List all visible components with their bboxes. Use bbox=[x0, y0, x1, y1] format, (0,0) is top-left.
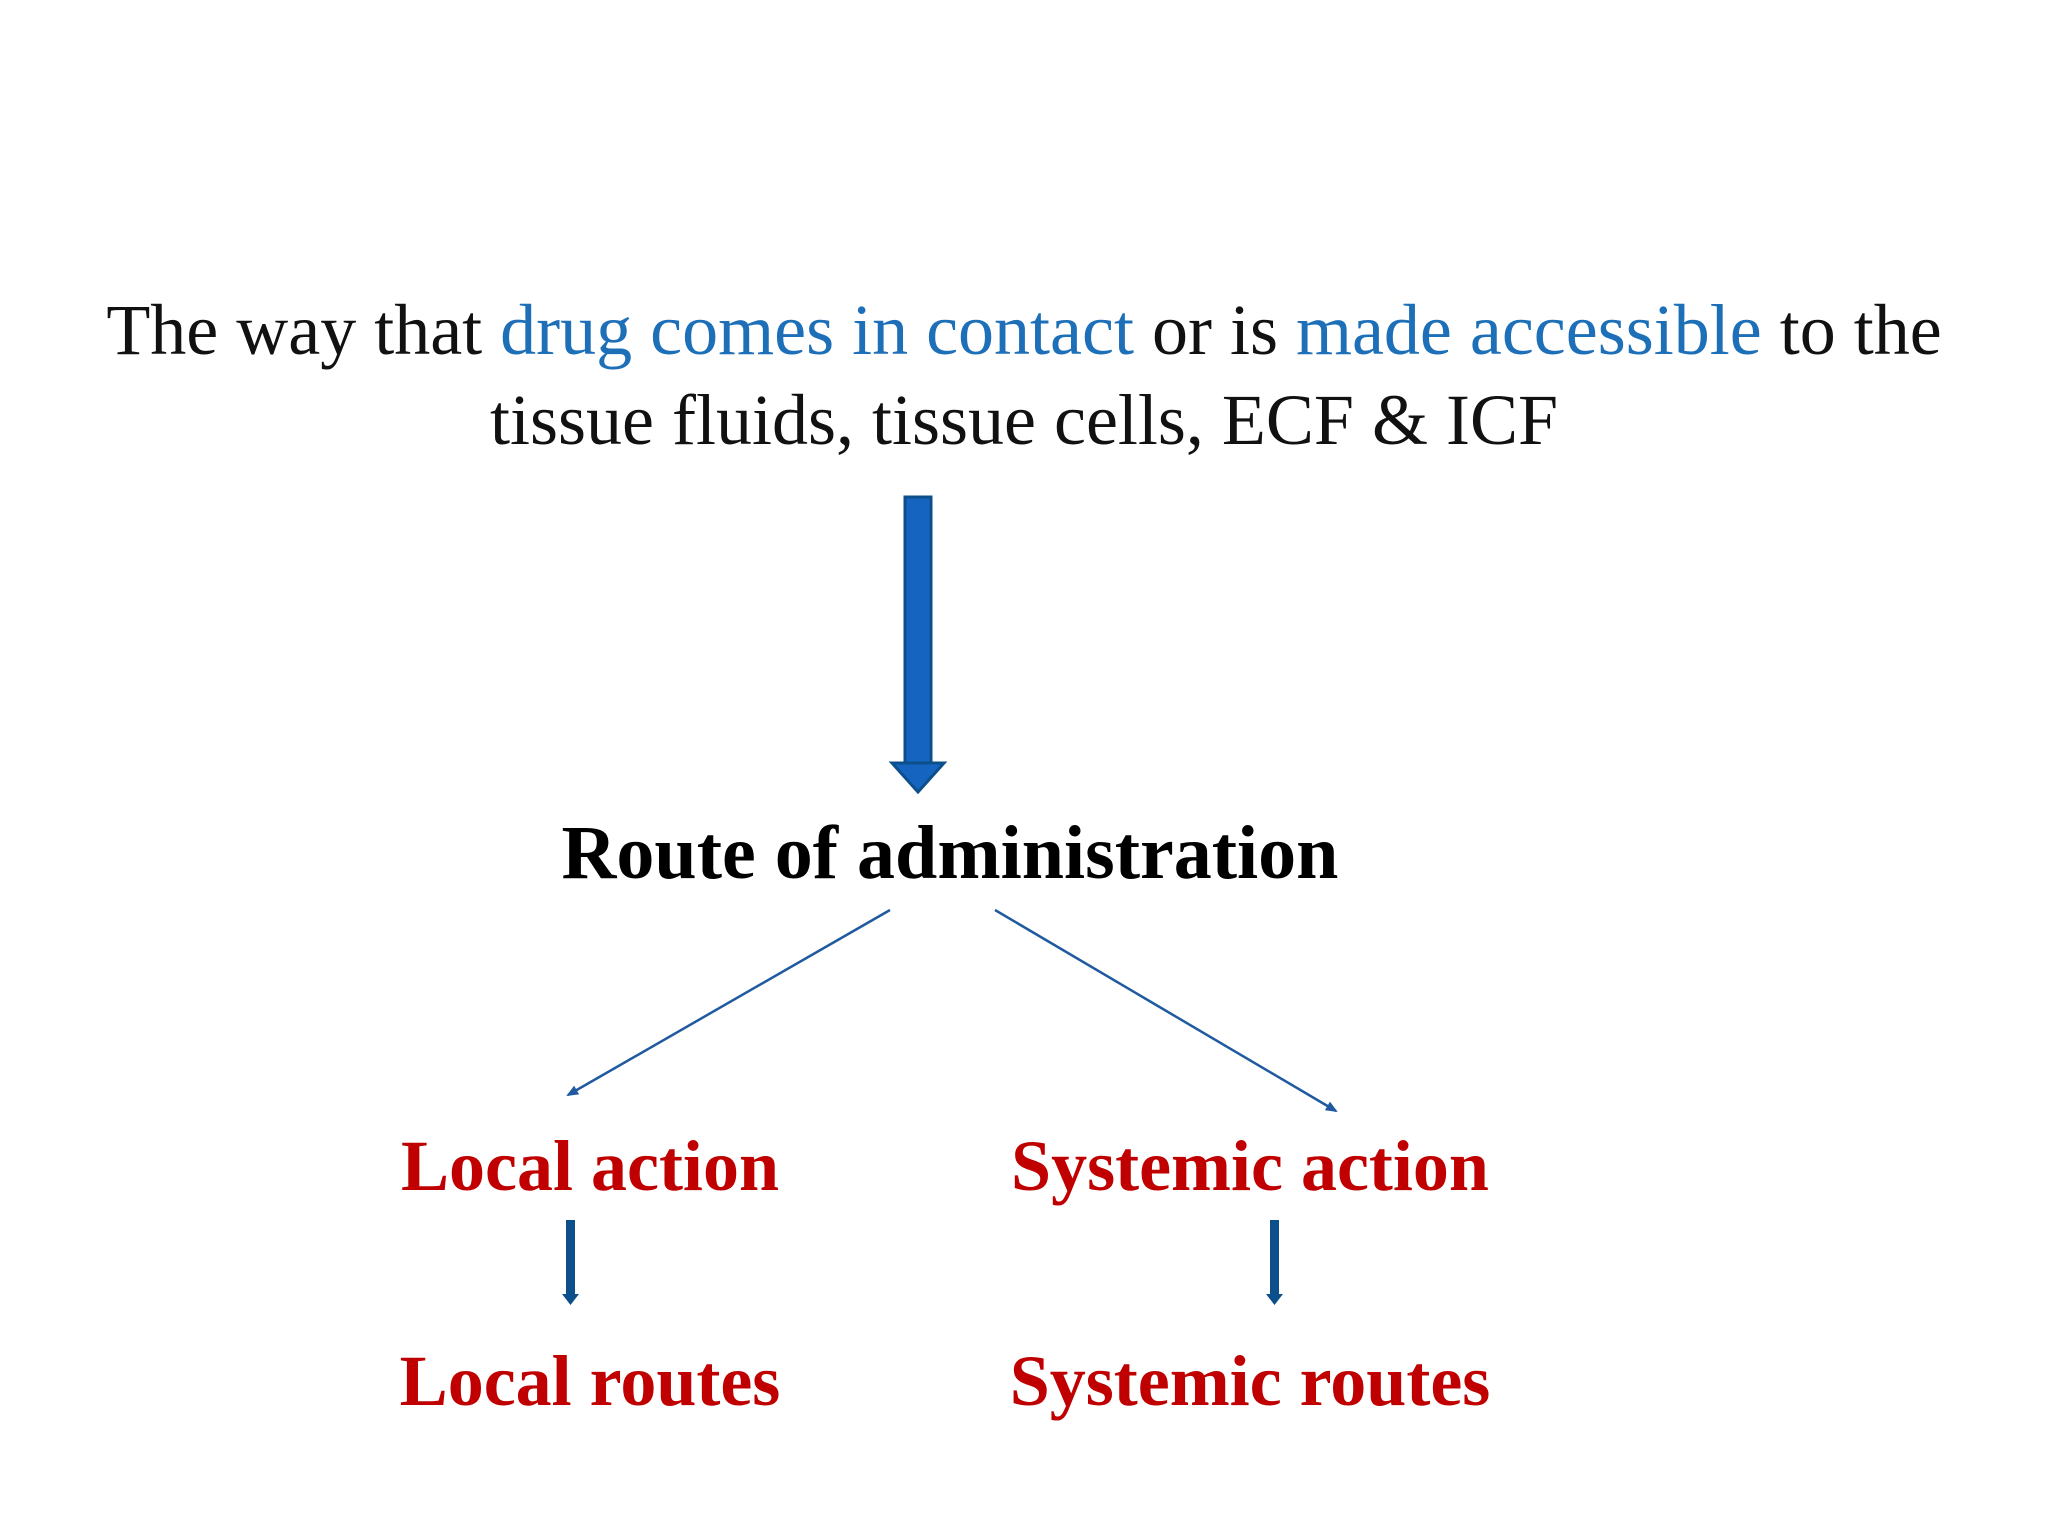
arrow-systemic-down bbox=[1266, 1220, 1283, 1305]
intro-part-2: or is bbox=[1133, 290, 1296, 370]
local-routes-label: Local routes bbox=[399, 1341, 781, 1421]
intro-line-2: tissue fluids, tissue cells, ECF & ICF bbox=[489, 380, 1559, 460]
local-action-label: Local action bbox=[401, 1126, 779, 1206]
intro-part-1: The way that bbox=[106, 290, 501, 370]
intro-highlight-drug-contact: drug comes in contact bbox=[500, 290, 1134, 370]
intro-part-3: to the bbox=[1761, 290, 1942, 370]
route-of-administration-title: Route of administration bbox=[561, 811, 1339, 895]
systemic-action-label: Systemic action bbox=[1011, 1126, 1489, 1206]
arrow-to-systemic-action bbox=[994, 908, 1338, 1113]
systemic-routes-label: Systemic routes bbox=[1009, 1341, 1491, 1421]
intro-text: The way that drug comes in contact or is… bbox=[0, 285, 2048, 465]
intro-highlight-made-accessible: made accessible bbox=[1295, 290, 1762, 370]
main-down-arrow bbox=[888, 495, 948, 795]
arrow-local-down bbox=[562, 1220, 579, 1305]
arrow-to-local-action bbox=[566, 908, 891, 1097]
intro-line-1: The way that drug comes in contact or is… bbox=[0, 285, 2048, 375]
